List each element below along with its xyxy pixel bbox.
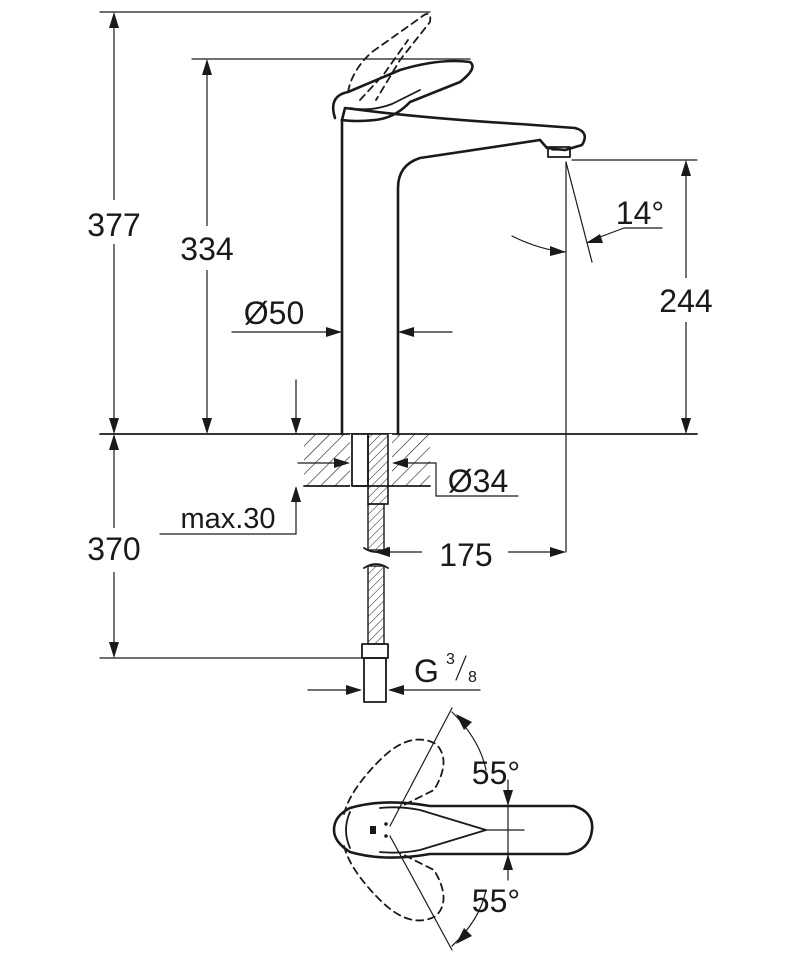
label-connection-num: 3 [446, 651, 455, 668]
label-height-377: 377 [87, 207, 140, 243]
dimension-connection: G 3 8 [307, 651, 481, 695]
indicator-dot-1 [384, 822, 388, 826]
dimension-334: 334 [170, 58, 471, 434]
threaded-shank [367, 433, 389, 505]
flex-hose-lower [367, 565, 385, 645]
lever-raised-inner [359, 39, 409, 101]
label-rotation-bottom: 55° [472, 883, 520, 919]
lever-top-view [332, 801, 594, 859]
indicator-hot [370, 826, 376, 834]
dimension-diameter-34: Ø34 [297, 458, 519, 499]
angle-arc-top [451, 711, 487, 771]
angle-line-bottom [389, 835, 453, 951]
angle-line-top [389, 707, 453, 827]
dimension-175: 175 [374, 532, 566, 574]
lever-raised-outline [347, 12, 432, 101]
aerator [547, 146, 571, 158]
hose-break-bottom [363, 563, 389, 569]
lever-top-front [345, 811, 351, 849]
dimension-377: 377 [78, 11, 431, 434]
hose-connector-nut [361, 643, 389, 659]
label-diameter-50: Ø50 [244, 295, 304, 331]
dimension-angle-14: 14° [511, 161, 664, 553]
label-connection-den: 8 [468, 669, 477, 686]
flex-hose-upper [367, 503, 385, 551]
label-diameter-34: Ø34 [448, 463, 508, 499]
angle-arc-bottom [451, 889, 487, 947]
hose-connector-tail [363, 657, 387, 703]
label-connection-g: G [414, 653, 439, 689]
label-rotation-top: 55° [472, 755, 520, 791]
dimension-diameter-50: Ø50 [231, 295, 453, 337]
lever-highlight [349, 89, 421, 111]
lever-rotated-top-outline [343, 738, 445, 815]
label-height-244: 244 [659, 283, 712, 319]
dimension-370: 370 [76, 434, 363, 659]
fraction-slash [455, 655, 467, 681]
label-reach-175: 175 [439, 537, 492, 573]
faucet-spout [340, 106, 587, 152]
indicator-dot-2 [384, 834, 388, 838]
faucet-body [340, 118, 542, 436]
lever-handle [331, 59, 474, 123]
dimension-max-30: max.30 [159, 379, 301, 535]
dimension-244: 244 [571, 159, 724, 434]
label-height-334: 334 [180, 231, 233, 267]
label-angle-14: 14° [616, 195, 664, 231]
label-depth-370: 370 [87, 531, 140, 567]
top-view: 55° 55° [332, 707, 594, 951]
lever-rotated-bottom-outline [343, 845, 445, 922]
label-max-30: max.30 [180, 503, 275, 535]
side-view: 377 334 Ø50 244 [76, 11, 724, 703]
